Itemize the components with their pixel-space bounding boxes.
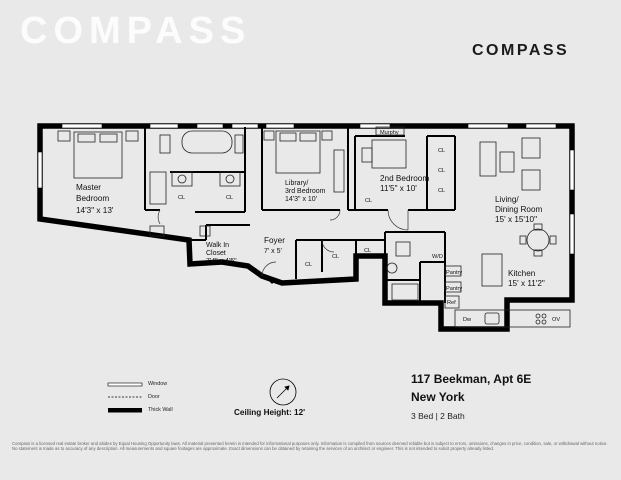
closet-label: CL: [438, 188, 445, 194]
oven-label: OV: [552, 317, 560, 323]
interior-walls: [144, 127, 456, 303]
closet-label: CL: [438, 168, 445, 174]
living-room-label-2: Dining Room: [495, 205, 543, 214]
north-compass-icon: [269, 378, 297, 406]
library-label-2: 3rd Bedroom: [285, 188, 326, 195]
master-bedroom-dim: 14'3" x 13': [76, 206, 114, 215]
foyer-label: Foyer: [264, 236, 285, 245]
legend-thick-wall-label: Thick Wall: [148, 407, 173, 413]
legend-door-label: Door: [148, 394, 160, 400]
compass-watermark-logo: COMPASS: [20, 10, 252, 52]
legend-window-label: Window: [148, 381, 168, 387]
thick-walls: [37, 123, 575, 332]
legal-disclaimer: Compass is a licensed real estate broker…: [12, 441, 608, 452]
furniture: [57, 126, 571, 328]
closet-label: CL: [365, 198, 372, 204]
pantry-label: Pantry: [446, 270, 462, 276]
entry-arrow-icon: [268, 280, 276, 284]
foyer-dim: 7' x 5': [264, 248, 282, 255]
kitchen-label: Kitchen: [508, 269, 536, 278]
washer-dryer-label: W/D: [432, 254, 443, 260]
second-bedroom-dim: 11'5" x 10': [380, 184, 417, 193]
listing-city: New York: [411, 390, 465, 404]
closet-label: CL: [305, 262, 312, 268]
living-room-dim: 15' x 15'10": [495, 215, 537, 224]
closet-label: CL: [364, 248, 371, 254]
compass-brand-logo: COMPASS: [472, 42, 570, 59]
door-swings: [157, 209, 409, 277]
walk-in-closet-dim: 7'4" x 4'5": [206, 258, 237, 265]
library-label: Library/: [285, 180, 308, 187]
windows: [37, 123, 575, 255]
refrigerator-label: Ref: [447, 300, 456, 306]
pantry-label-2: Pantry: [446, 286, 462, 292]
murphy-bed-label: Murphy: [380, 130, 399, 136]
ceiling-height: Ceiling Height: 12': [234, 408, 306, 417]
walk-in-closet-label-2: Closet: [206, 250, 226, 257]
closet-label: CL: [226, 195, 233, 201]
kitchen-dim: 15' x 11'2": [508, 279, 545, 288]
master-bedroom-label-2: Bedroom: [76, 194, 109, 203]
closet-label: CL: [332, 254, 339, 260]
walk-in-closet-label: Walk In: [206, 242, 229, 249]
closet-label: CL: [178, 195, 185, 201]
dishwasher-label: Dw: [463, 317, 472, 323]
master-bedroom-label: Master: [76, 183, 101, 192]
legend: [107, 382, 143, 413]
closet-label: CL: [438, 148, 445, 154]
listing-beds-baths: 3 Bed | 2 Bath: [411, 411, 465, 421]
listing-address: 117 Beekman, Apt 6E: [411, 372, 532, 386]
library-dim: 14'3" x 10': [285, 196, 317, 203]
living-room-label: Living/: [495, 195, 519, 204]
second-bedroom-label: 2nd Bedroom: [380, 174, 429, 183]
